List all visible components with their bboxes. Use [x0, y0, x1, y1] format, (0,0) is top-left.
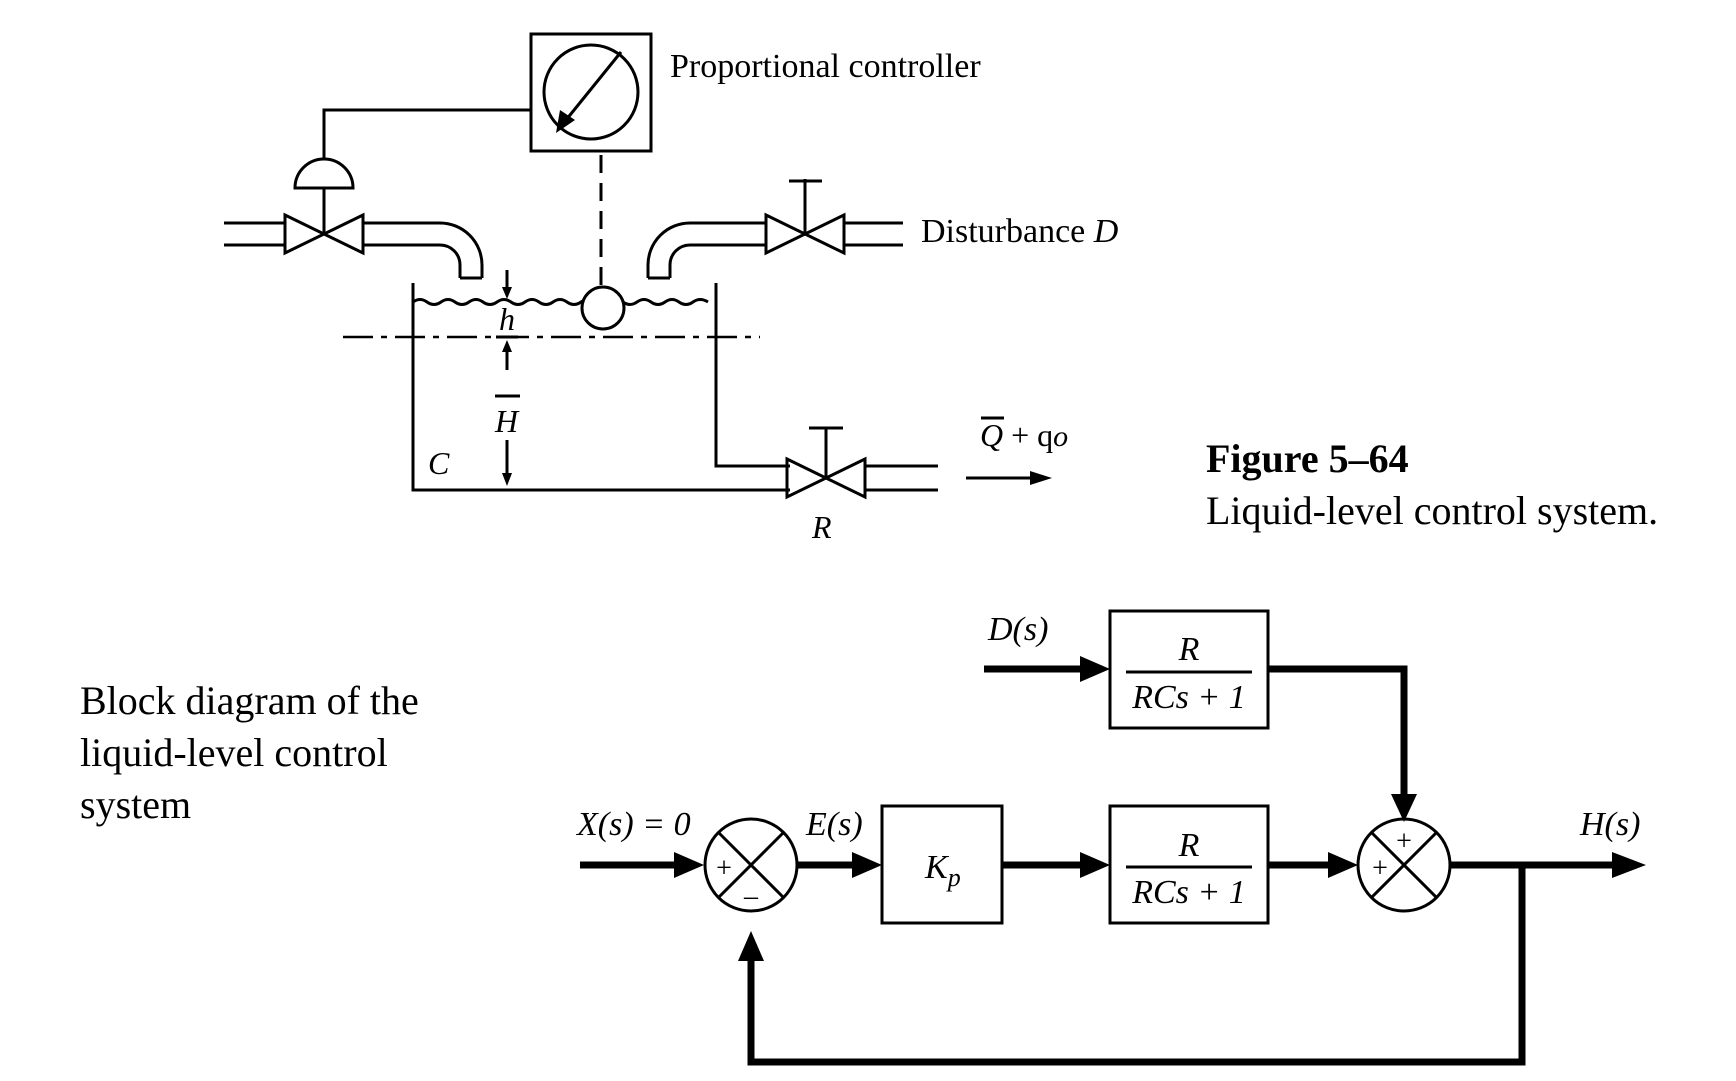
svg-text:–: – — [743, 881, 759, 912]
disturbance-transfer-block: R RCs + 1 — [1108, 609, 1270, 730]
level-deviation-h: h — [499, 301, 515, 337]
proportional-controller — [529, 32, 653, 153]
svg-text:R: R — [1178, 631, 1200, 668]
figure-caption: Liquid-level control system. — [1206, 488, 1658, 533]
outlet-valve — [785, 456, 830, 500]
disturbance-pipe — [646, 179, 903, 280]
error-label: E(s) — [805, 806, 863, 843]
error-summing-junction: + – — [703, 817, 799, 913]
capacitance-C: C — [428, 445, 450, 481]
liquid-surface — [412, 298, 709, 306]
disturbance-input-label: D(s) — [987, 611, 1048, 648]
controller-dial — [542, 43, 640, 141]
dial-needle-head — [556, 110, 575, 133]
controller-gain-block: Kp — [880, 804, 1004, 925]
outlet-pipe — [785, 426, 938, 500]
level-dimension — [495, 270, 520, 486]
svg-text:RCs + 1: RCs + 1 — [1131, 874, 1246, 911]
inlet-control-valve — [283, 212, 328, 256]
input-label: X(s) = 0 — [575, 806, 691, 843]
block-caption-line-3: system — [80, 782, 191, 827]
resistance-R: R — [811, 509, 832, 545]
output-label: H(s) — [1579, 806, 1640, 843]
outflow-label: Q + qo — [980, 417, 1068, 453]
block-caption-line-2: liquid-level control — [80, 730, 388, 775]
svg-text:RCs + 1: RCs + 1 — [1131, 679, 1246, 716]
block-caption-line-1: Block diagram of the — [80, 678, 419, 723]
svg-text:Kp: Kp — [924, 849, 961, 892]
svg-text:+: + — [1372, 853, 1388, 884]
disturbance-label: Disturbance D — [921, 213, 1119, 250]
controller-box — [529, 32, 653, 153]
svg-text:+: + — [1396, 826, 1412, 857]
tank-wall — [411, 283, 790, 492]
disturbance-to-sum-line — [1268, 665, 1408, 800]
svg-text:R: R — [1178, 827, 1200, 864]
output-summing-junction: + + — [1356, 817, 1452, 913]
dial-needle — [564, 51, 623, 121]
feedback-line — [747, 865, 1526, 1066]
svg-text:+: + — [716, 853, 732, 884]
controller-signal-line — [322, 108, 531, 160]
tank — [343, 283, 790, 492]
plant-transfer-block: R RCs + 1 — [1108, 804, 1270, 925]
steady-level-H: H — [494, 403, 520, 439]
valve-actuator-dome — [293, 157, 355, 190]
figure-number: Figure 5–64 — [1206, 436, 1409, 481]
inlet-pipe — [224, 212, 484, 280]
level-float — [580, 285, 626, 331]
disturbance-hand-valve — [764, 212, 809, 256]
controller-label: Proportional controller — [670, 48, 981, 85]
